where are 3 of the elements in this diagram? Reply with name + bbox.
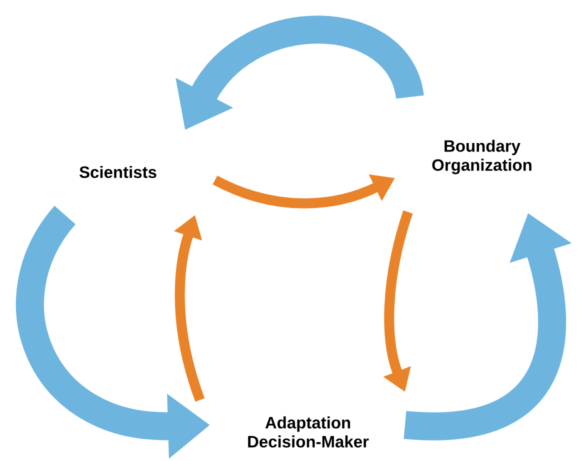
node-label: Adaptation Decision-Maker — [248, 416, 369, 448]
node-label: Boundary Organization — [432, 140, 532, 174]
node-label: Scientists — [80, 166, 156, 178]
